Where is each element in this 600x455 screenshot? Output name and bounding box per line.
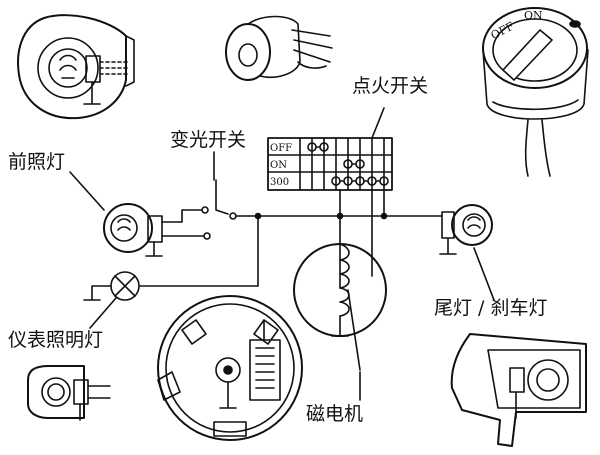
knob-on-label: ON — [524, 9, 543, 22]
switch-row-on: ON — [270, 160, 287, 171]
instrument-label-leader — [89, 297, 117, 329]
ignition-switch-table — [267, 137, 393, 191]
headlamp-label: 前照灯 — [8, 151, 65, 173]
tail-lamp-housing-illustration — [450, 333, 587, 447]
dimmer-switch-label: 变光开关 — [170, 129, 246, 151]
magneto-label: 磁电机 — [306, 403, 363, 425]
tail-brake-lamp-label: 尾灯 / 刹车灯 — [434, 297, 547, 319]
ignition-switch-label: 点火开关 — [352, 75, 428, 97]
magneto-coil-symbol — [293, 243, 387, 371]
headlamp-housing-illustration — [17, 14, 135, 120]
coil-connector-illustration — [225, 15, 333, 81]
instrument-light-label: 仪表照明灯 — [8, 329, 103, 351]
knob-off-label: OFF — [489, 19, 517, 42]
switch-row-off: OFF — [270, 143, 292, 154]
main-wiring — [83, 179, 495, 301]
headlamp-label-leader — [69, 171, 105, 211]
switch-row-300: 300 — [270, 177, 289, 188]
ignition-label-leader — [371, 107, 385, 139]
instrument-lamp-socket-illustration — [27, 365, 111, 421]
magneto-rotor-illustration — [157, 295, 303, 441]
ignition-key-switch-illustration — [482, 7, 589, 177]
